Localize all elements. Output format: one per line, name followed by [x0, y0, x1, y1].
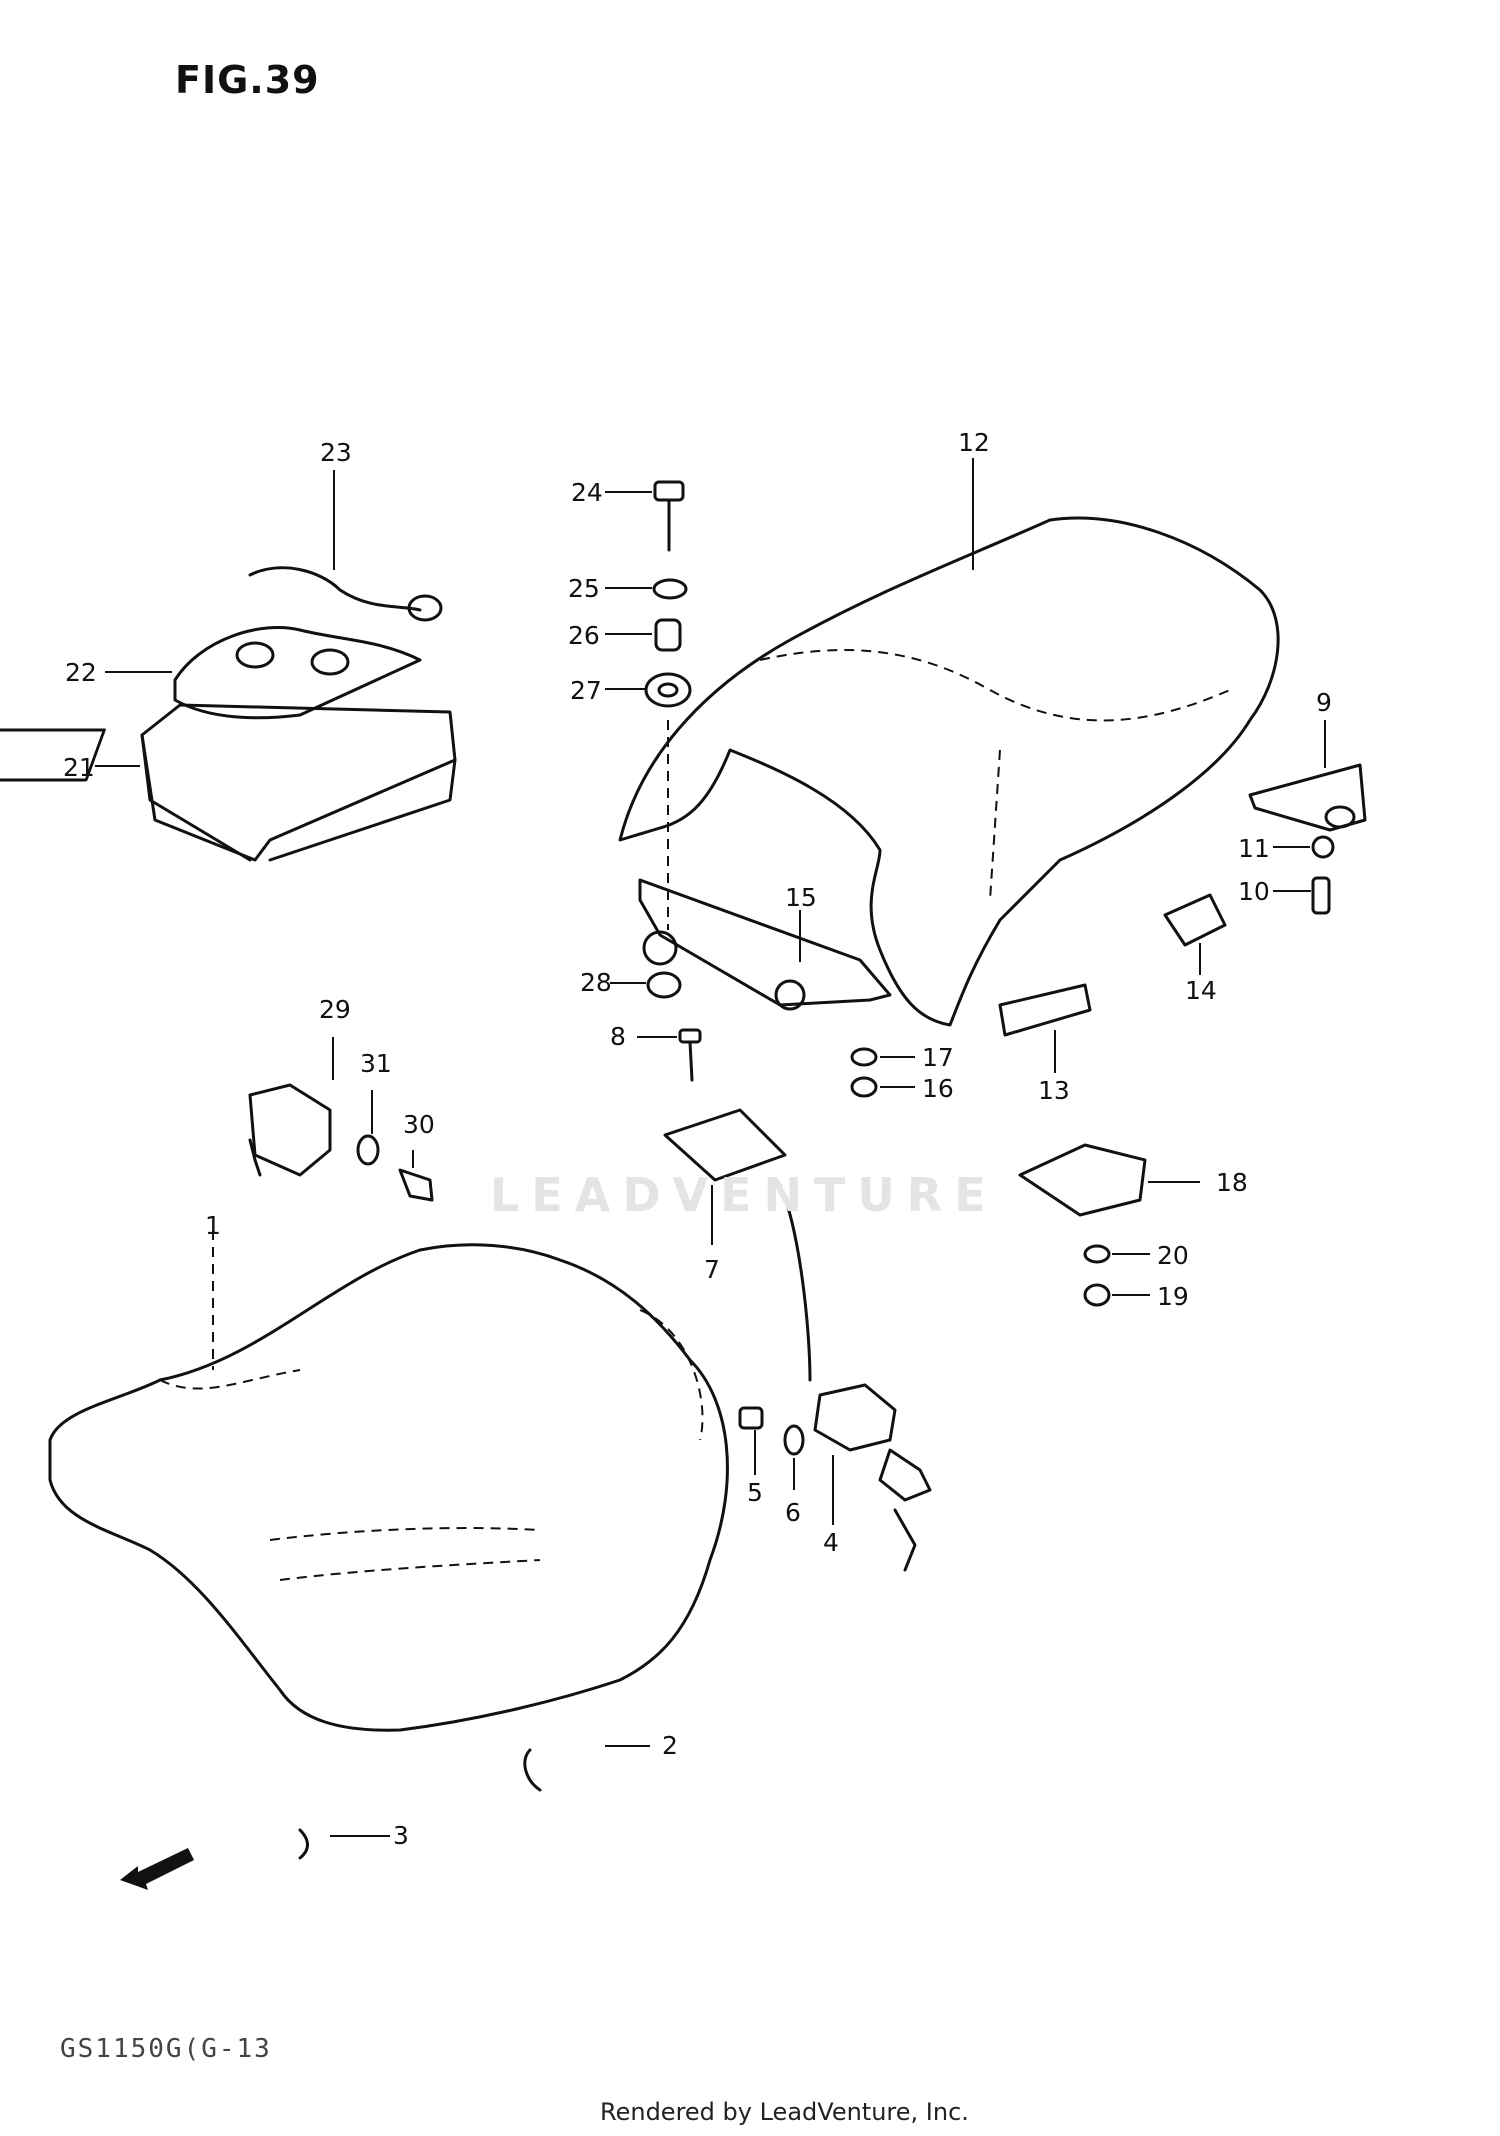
lock-part-7 — [663, 1108, 812, 1382]
strap-part-23 — [248, 470, 443, 622]
drawing-code: GS1150G(G-13 — [60, 2034, 272, 2064]
part-label-1: 1 — [205, 1211, 221, 1240]
part-label-13: 13 — [1038, 1076, 1070, 1105]
part-label-26: 26 — [568, 621, 600, 650]
part-label-4: 4 — [823, 1528, 839, 1557]
plate-part-18 — [1018, 1143, 1200, 1217]
collar-part-26 — [605, 618, 682, 652]
bolt-part-10 — [1273, 876, 1331, 915]
bolt-part-30 — [398, 1150, 434, 1202]
bracket-part-15 — [638, 878, 892, 1011]
part-label-9: 9 — [1316, 688, 1332, 717]
front-seat-part-1 — [48, 1230, 729, 1732]
part-label-25: 25 — [568, 574, 600, 603]
rendered-by-footer: Rendered by LeadVenture, Inc. — [600, 2098, 969, 2126]
nut-part-16 — [850, 1076, 915, 1098]
part-label-27: 27 — [570, 676, 602, 705]
handle-part-9 — [1248, 720, 1367, 832]
hook-part-2 — [523, 1745, 650, 1792]
bolt-part-8 — [637, 1028, 702, 1082]
part-label-19: 19 — [1157, 1282, 1189, 1311]
figure-title: FIG.39 — [175, 58, 320, 102]
part-label-14: 14 — [1185, 976, 1217, 1005]
washer-part-20 — [1083, 1244, 1150, 1264]
bolt-part-24 — [605, 480, 685, 552]
part-label-5: 5 — [747, 1478, 763, 1507]
collar-part-28 — [610, 971, 682, 999]
part-label-3: 3 — [393, 1821, 409, 1850]
rear-seat-part-12 — [618, 458, 1280, 1027]
clip-part-3 — [298, 1828, 390, 1860]
damper-part-13 — [998, 983, 1092, 1073]
grommet-part-27 — [605, 672, 692, 930]
part-label-23: 23 — [320, 438, 352, 467]
part-label-28: 28 — [580, 968, 612, 997]
washer-part-31 — [356, 1090, 380, 1166]
part-label-31: 31 — [360, 1049, 392, 1078]
screw-part-5 — [738, 1406, 764, 1475]
washer-part-6 — [783, 1424, 805, 1490]
tool-tray-part-21 — [0, 703, 457, 862]
part-label-6: 6 — [785, 1498, 801, 1527]
nut-part-17 — [850, 1047, 915, 1067]
part-label-15: 15 — [785, 883, 817, 912]
part-label-16: 16 — [922, 1074, 954, 1103]
fwd-arrow-icon — [120, 1848, 194, 1890]
part-label-18: 18 — [1216, 1168, 1248, 1197]
key-set-part-4 — [813, 1383, 932, 1572]
washer-part-25 — [605, 578, 688, 600]
part-label-20: 20 — [1157, 1241, 1189, 1270]
part-label-11: 11 — [1238, 834, 1270, 863]
part-label-17: 17 — [922, 1043, 954, 1072]
part-label-24: 24 — [571, 478, 603, 507]
part-label-22: 22 — [65, 658, 97, 687]
part-label-2: 2 — [662, 1731, 678, 1760]
nut-part-11 — [1273, 835, 1335, 859]
part-label-8: 8 — [610, 1022, 626, 1051]
seat-lock-part-29 — [248, 1037, 334, 1177]
watermark-text: LEADVENTURE — [490, 1168, 998, 1222]
part-label-10: 10 — [1238, 877, 1270, 906]
damper-part-14 — [1163, 893, 1227, 975]
part-label-21: 21 — [63, 753, 95, 782]
part-label-12: 12 — [958, 428, 990, 457]
part-label-29: 29 — [319, 995, 351, 1024]
tray-cover-part-22 — [105, 625, 422, 720]
nut-part-19 — [1083, 1283, 1150, 1307]
part-label-30: 30 — [403, 1110, 435, 1139]
part-label-7: 7 — [704, 1255, 720, 1284]
